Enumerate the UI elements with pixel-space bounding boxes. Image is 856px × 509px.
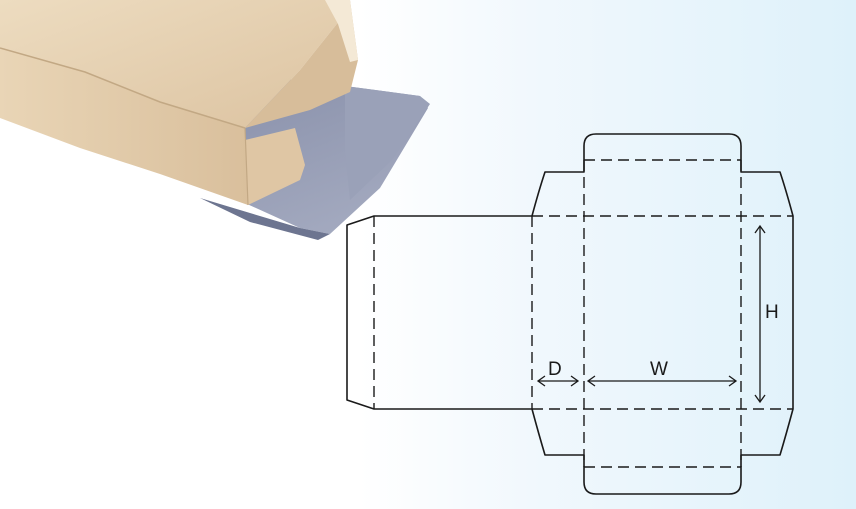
box-front-face (0, 48, 248, 205)
dimension-height: H (754, 224, 779, 404)
box-top-face (0, 0, 340, 128)
end-fold-highlight (325, 0, 358, 62)
cut-line-outline (346, 133, 794, 495)
width-label: W (650, 359, 668, 380)
bottom-lip (200, 198, 330, 240)
dimension-width: W (586, 359, 738, 387)
box-edge-2 (244, 127, 249, 206)
dieline: D W H (346, 133, 794, 495)
box-photo (0, 0, 430, 240)
dimension-depth: D (536, 359, 580, 387)
depth-label: D (548, 359, 562, 380)
box-end-face (245, 0, 358, 128)
right-tuck-flap (345, 86, 430, 200)
box-edge (0, 47, 246, 129)
dust-flap (245, 128, 305, 205)
height-label: H (765, 302, 779, 323)
